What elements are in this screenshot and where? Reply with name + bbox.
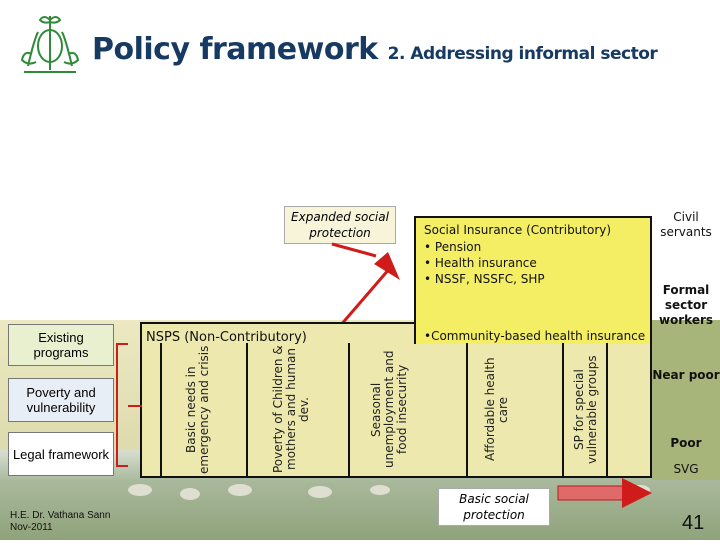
legal-framework-label: Legal framework [12,446,110,462]
column-special-groups: SP for special vulnerable groups [562,343,608,476]
column-label: Poverty of Children & mothers and human … [270,345,311,474]
label-near-poor: Near poor [652,368,720,382]
legal-framework-box: Legal framework [8,432,114,476]
column-affordable-health: Affordable health care [466,343,526,476]
social-insurance-box: Social Insurance (Contributory) • Pensio… [414,216,652,324]
label-civil-servants: Civil servants [660,210,712,239]
author-date: Nov-2011 [10,522,53,533]
poverty-vulnerability-box: Poverty and vulnerability [8,378,114,422]
label-formal-sector: Formal sector workers [658,283,714,327]
column-child-poverty: Poverty of Children & mothers and human … [246,343,334,476]
royal-emblem-icon [14,10,86,80]
community-health-strip [414,322,652,344]
community-health-label: •Community-based health insurance [424,329,646,343]
nsps-label: NSPS (Non-Contributory) [146,330,307,345]
subtitle-text: 2. Addressing informal sector [387,44,658,64]
si-item-health: • Health insurance [424,256,537,270]
right-shaded-column [652,320,720,480]
column-basic-needs: Basic needs in emergency and crisis [160,343,234,476]
author-name: H.E. Dr. Vathana Sann [10,510,111,521]
column-divider [606,343,608,476]
column-label: Seasonal unemployment and food insecurit… [368,350,409,469]
column-label: Affordable health care [483,357,510,462]
page-number: 41 [682,512,705,534]
red-bracket-connector [128,405,142,407]
poverty-vulnerability-label: Poverty and vulnerability [26,385,96,415]
label-svg: SVG [673,462,699,476]
title-text: Policy framework [92,32,378,67]
nsps-box [140,322,652,478]
social-insurance-title: Social Insurance (Contributory) [424,223,612,237]
arrow-right-icon [557,478,652,508]
column-label: Basic needs in emergency and crisis [184,345,211,474]
si-item-nssf: • NSSF, NSSFC, SHP [424,272,545,286]
existing-programs-label: Existing programs [33,330,89,360]
column-seasonal-unemployment: Seasonal unemployment and food insecurit… [348,343,428,476]
page-title: Policy framework 2. Addressing informal … [92,32,658,67]
author-credit: H.E. Dr. Vathana Sann Nov-2011 [10,510,110,534]
column-label: SP for special vulnerable groups [572,355,599,464]
si-item-pension: • Pension [424,240,482,254]
label-poor: Poor [670,436,702,450]
expanded-protection-label: Expanded social protection [284,206,396,244]
arrow-up-right-icon [331,242,400,327]
red-bracket [116,343,128,467]
basic-protection-label: Basic social protection [438,488,550,526]
existing-programs-box: Existing programs [8,324,114,366]
